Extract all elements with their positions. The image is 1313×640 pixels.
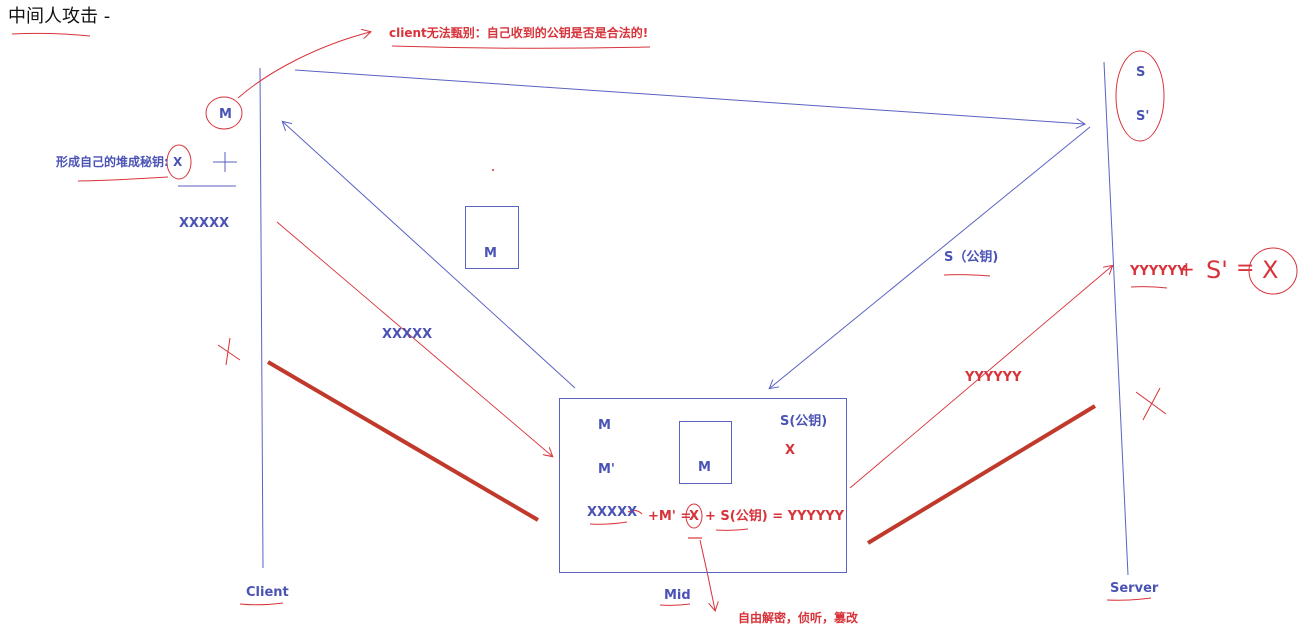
underline-client [239,602,284,606]
mid-box [559,398,847,573]
mid-formula-result: + S(公钥) = YYYYYY [705,509,845,524]
mid-formula-x: X [689,509,700,524]
circle-server-x [1248,247,1298,295]
mid-note-decrypt: 自由解密，侦听，篡改 [738,611,859,625]
mid-formula-plus-m-prime: +M' = [648,509,692,524]
arrow-mid-to-client [283,122,576,389]
server-s-label: S [1136,65,1146,80]
underline-mid-spub [715,528,749,531]
arrow-client-to-server [294,69,1084,124]
mid-inner-m-label: M [698,460,711,475]
page-title: 中间人攻击 - [8,6,111,27]
cross-right-stroke-1 [1135,391,1167,415]
thick-line-right [866,404,1097,545]
underline-title [11,32,91,37]
arrow-mid-to-server [849,266,1112,489]
circle-client-x [166,144,192,180]
server-s-prime-label: S' [1136,109,1150,124]
server-formula-eq: = [1236,256,1255,281]
m-certificate-label: M [484,246,497,261]
mid-formula-xxxxx: XXXXX [587,505,638,520]
client-timeline [259,67,264,569]
server-formula-s-prime: S' [1206,256,1228,284]
underline-note [391,45,651,49]
server-formula-plus: + [1178,257,1195,281]
flow-s-pubkey: S（公钥) [944,250,999,265]
mid-m-prime-label: M' [598,462,615,477]
underline-yyy [1130,286,1168,289]
thick-line-left [266,360,540,522]
flow-yyyyyy: YYYYYY [965,370,1022,385]
stray-dot [492,169,494,171]
underline-mid-xxxxx [589,521,628,525]
m-certificate-box [465,206,519,269]
mid-note-arrow [699,539,715,610]
underline-form-key [77,176,169,182]
cross-left-stroke-2 [225,337,231,366]
circle-mid-x [685,503,703,529]
mid-s-pubkey-label: S(公钥) [780,414,828,429]
mid-formula-bracket [627,509,643,515]
cross-left-stroke-1 [217,344,241,361]
underline-mid [659,603,691,606]
client-form-key-label: 形成自己的堆成秘钥: X [56,155,183,169]
server-formula-x: X [1262,256,1279,284]
underline-s-pubkey [943,274,991,277]
client-node-label: Client [246,585,289,600]
mid-node-label: Mid [664,588,691,603]
server-formula-yyyyyy: YYYYYY [1130,264,1187,279]
mid-x-label: X [785,443,796,458]
flow-xxxxx-to-mid: XXXXX [382,327,433,342]
client-data-xxxxx: XXXXX [179,216,230,231]
arrow-client-to-mid [276,221,552,456]
server-timeline [1103,61,1129,576]
note-client-cannot-verify: client无法甄别：自己收到的公钥是否是合法的! [389,26,649,40]
note-pointer-arrow [237,32,370,99]
arrow-server-to-mid [770,126,1091,388]
mid-inner-m-box [679,421,732,484]
circle-server-s [1115,50,1165,142]
server-node-label: Server [1110,581,1159,596]
cross-right-stroke-2 [1142,387,1161,421]
circle-client-m [205,96,243,130]
underline-server [1106,597,1152,601]
client-m-label: M [219,107,232,122]
mid-m-label: M [598,418,611,433]
